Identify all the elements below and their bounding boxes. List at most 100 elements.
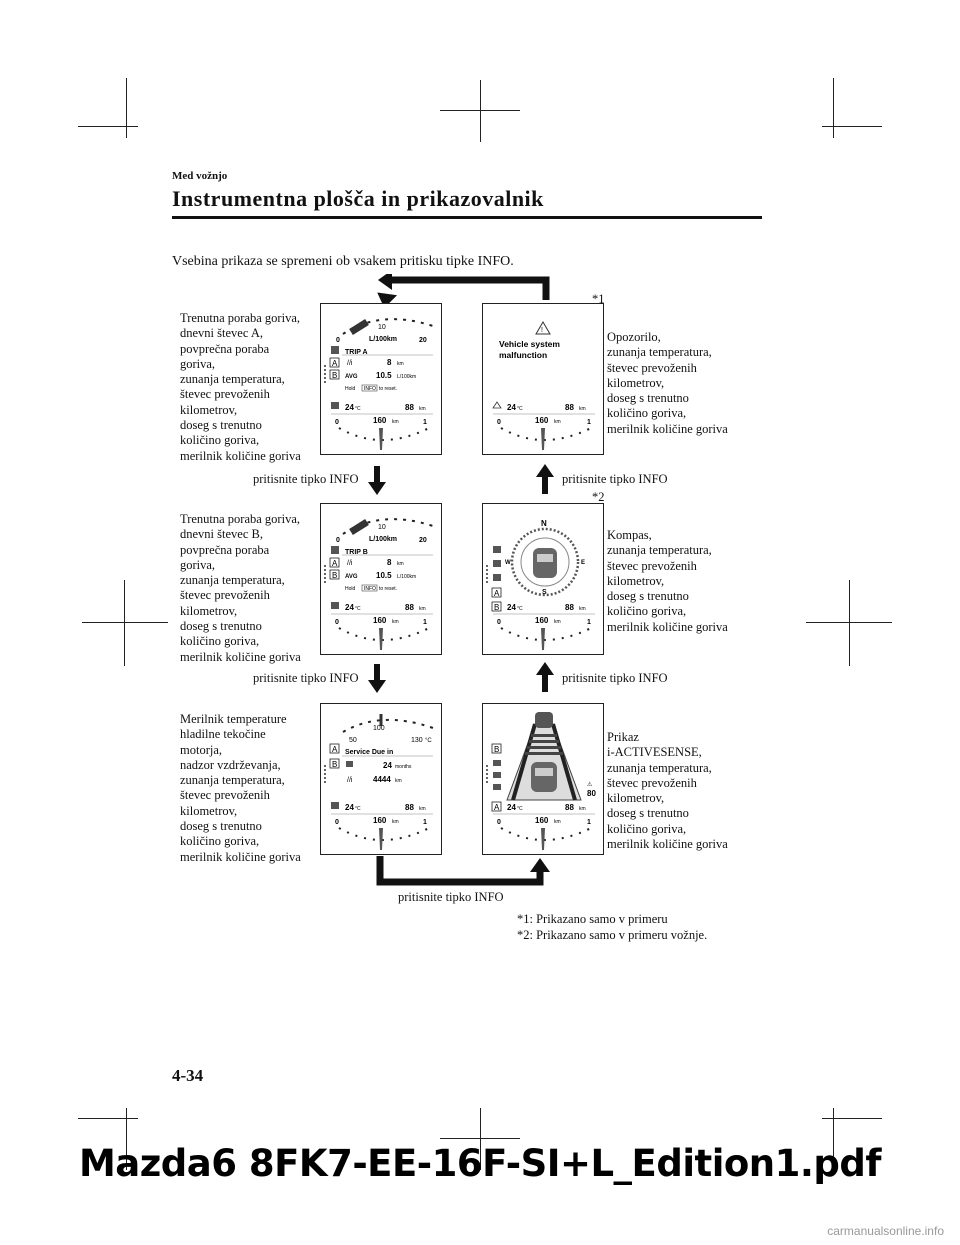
svg-text:INFO: INFO	[364, 586, 376, 592]
display-compass: N S E W A B 24 °C 88 km 0 1 160 km	[482, 503, 604, 655]
svg-text:TRIP B: TRIP B	[345, 549, 368, 556]
description-line: merilnik količine goriva	[180, 649, 301, 664]
svg-text:INFO: INFO	[364, 386, 376, 392]
svg-text:⚠: ⚠	[587, 781, 593, 788]
arrow-up-icon	[536, 662, 554, 692]
svg-text:km: km	[395, 778, 402, 784]
trip-label: TRIP A	[345, 349, 368, 356]
svg-text:24: 24	[345, 603, 354, 612]
svg-text:10.5: 10.5	[376, 571, 392, 580]
description-line: doseg s trenutno	[180, 619, 262, 634]
description-line: količino goriva,	[607, 604, 687, 619]
svg-text://i: //i	[347, 777, 353, 784]
svg-text:to reset.: to reset.	[379, 586, 397, 592]
svg-text:L/100km: L/100km	[369, 336, 397, 343]
display-active-sense: B ⚠ 80 A 24 °C 88 km 0 1 160 km	[482, 703, 604, 855]
scale-top: 10	[378, 324, 386, 331]
page-title: Instrumentna plošča in prikazovalnik	[172, 186, 544, 211]
press-info-label: pritisnite tipko INFO	[562, 671, 668, 685]
description-line: hladilne tekočine	[180, 727, 266, 742]
svg-text:°C: °C	[355, 806, 361, 812]
description-line: količino goriva,	[180, 634, 260, 649]
press-info-label: pritisnite tipko INFO	[253, 671, 359, 685]
svg-text:88: 88	[565, 603, 574, 612]
crop-mark	[822, 126, 882, 127]
arrow-down-icon	[368, 466, 386, 495]
svg-text:100: 100	[373, 725, 385, 732]
arrow-up-icon	[536, 464, 554, 494]
svg-text:24: 24	[507, 603, 516, 612]
svg-text:L/100km: L/100km	[397, 374, 416, 380]
crop-mark	[822, 1118, 882, 1119]
description-line: Trenutna poraba goriva,	[180, 311, 300, 325]
svg-text:24: 24	[507, 803, 516, 812]
intro-text: Vsebina prikaza se spremeni ob vsakem pr…	[172, 254, 514, 269]
svg-text:0: 0	[335, 819, 339, 826]
svg-text:A: A	[332, 745, 338, 754]
svg-text:A: A	[494, 803, 500, 812]
description-line: dnevni števec A,	[180, 326, 263, 341]
svg-text:AVG: AVG	[345, 374, 358, 380]
svg-text:km: km	[579, 606, 586, 612]
description-line: goriva,	[180, 356, 216, 371]
svg-text:°C: °C	[425, 738, 432, 744]
svg-text:Hold: Hold	[345, 386, 356, 392]
car-icon	[531, 762, 557, 792]
description-line: količino goriva,	[180, 834, 260, 849]
description-line: števec prevoženih	[180, 387, 270, 402]
svg-text:88: 88	[565, 803, 574, 812]
crop-mark	[126, 1108, 127, 1170]
svg-text:km: km	[392, 619, 399, 625]
crop-mark	[440, 110, 520, 111]
svg-text:A: A	[332, 559, 338, 568]
crop-mark	[78, 126, 138, 127]
svg-text:L/100km: L/100km	[397, 574, 416, 580]
svg-text:km: km	[419, 406, 426, 412]
svg-text:88: 88	[405, 403, 414, 412]
car-icon	[533, 548, 557, 578]
svg-text:B: B	[332, 571, 337, 580]
svg-text:20: 20	[419, 337, 427, 344]
description-line: dnevni števec B,	[180, 527, 263, 542]
svg-text:km: km	[579, 406, 586, 412]
description-line: števec prevoženih	[607, 558, 697, 573]
crop-mark	[806, 622, 892, 623]
description-warning: Opozorilo,zunanja temperatura,števec pre…	[607, 330, 728, 437]
description-line: zunanja temperatura,	[180, 372, 285, 387]
description-line: doseg s trenutno	[607, 391, 689, 406]
svg-text:°C: °C	[517, 406, 523, 412]
svg-text:W: W	[505, 560, 511, 566]
display-trip-b: 10 0 20 L/100km TRIP B A //i 8 km B AVG …	[320, 503, 442, 655]
crop-mark	[833, 1108, 834, 1170]
description-line: števec prevoženih	[180, 588, 270, 603]
crop-mark	[78, 1118, 138, 1119]
description-line: merilnik količine goriva	[607, 421, 728, 436]
svg-text:km: km	[554, 419, 561, 425]
description-line: kilometrov,	[180, 402, 238, 417]
svg-text:1: 1	[423, 619, 427, 626]
svg-text:km: km	[579, 806, 586, 812]
top-loop-arrow	[377, 274, 550, 309]
description-line: povprečna poraba	[180, 542, 270, 557]
svg-text:km: km	[419, 606, 426, 612]
description-line: števec prevoženih	[180, 788, 270, 803]
description-line: količino goriva,	[180, 433, 260, 448]
description-line: zunanja temperatura,	[607, 345, 712, 360]
description-line: povprečna poraba	[180, 341, 270, 356]
svg-text:0: 0	[336, 337, 340, 344]
crop-mark	[82, 622, 168, 623]
svg-text:°C: °C	[355, 606, 361, 612]
svg-text:0: 0	[335, 619, 339, 626]
press-info-label: pritisnite tipko INFO	[398, 890, 504, 904]
description-line: merilnik količine goriva	[180, 448, 301, 463]
description-trip-b: Trenutna poraba goriva,dnevni števec B,p…	[180, 512, 301, 665]
svg-text:88: 88	[405, 603, 414, 612]
crop-mark	[833, 78, 834, 138]
svg-text:4444: 4444	[373, 775, 391, 784]
svg-text:B: B	[494, 603, 499, 612]
footnote-1: *1: Prikazano samo v primeru	[517, 912, 668, 926]
description-line: merilnik količine goriva	[180, 849, 301, 864]
svg-text:24: 24	[383, 761, 392, 770]
svg-text:1: 1	[423, 419, 427, 426]
description-line: Prikaz	[607, 730, 639, 744]
